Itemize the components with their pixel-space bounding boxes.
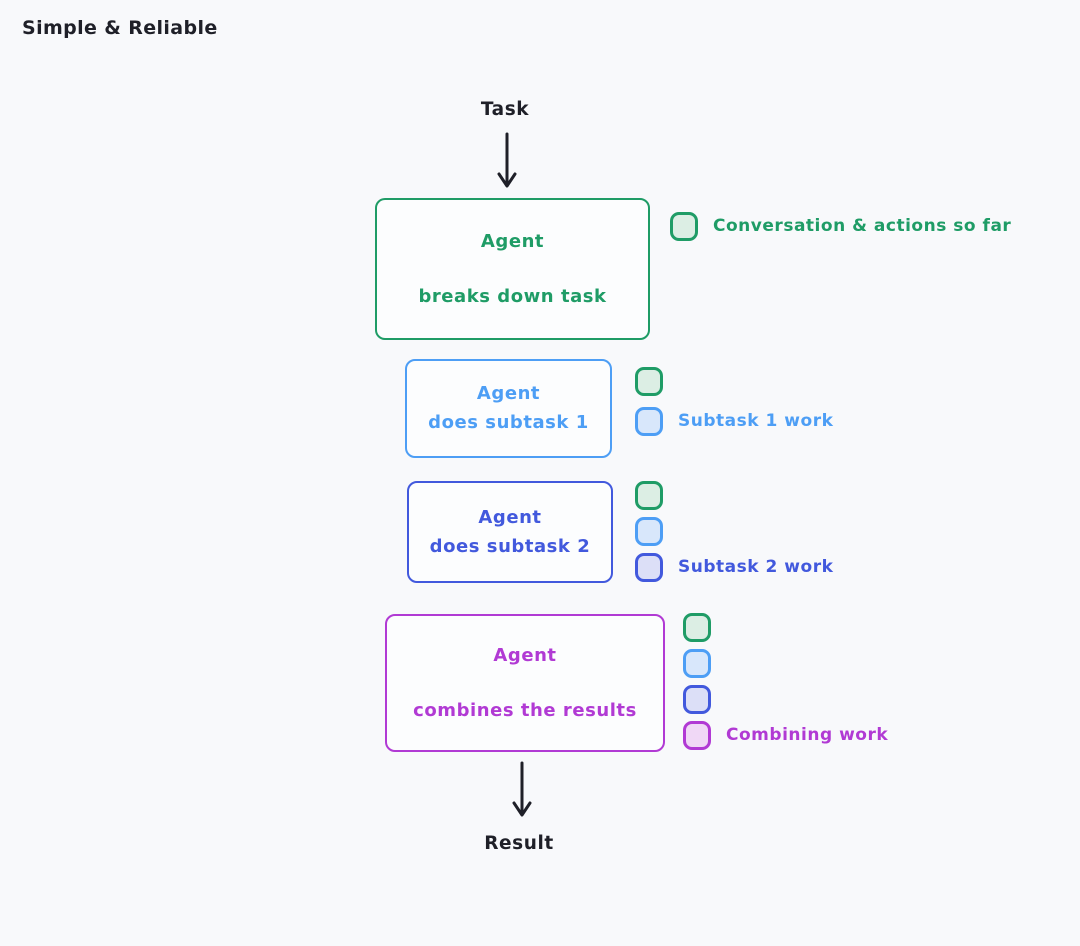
node-agent-does-subtask-2: Agent does subtask 2: [407, 481, 613, 583]
green-context-chip: [635, 481, 663, 510]
diagram-title: Simple & Reliable: [22, 17, 218, 39]
node-line: does subtask 1: [428, 412, 589, 433]
context-chip-stack: [635, 481, 663, 582]
node-agent-does-subtask-1: Agent does subtask 1: [405, 359, 612, 458]
arrow-down-icon: [512, 761, 532, 817]
legend-subtask-1-work: Subtask 1 work: [635, 367, 833, 436]
node-line: Agent: [476, 383, 541, 405]
green-context-chip: [683, 613, 711, 642]
node-line: Agent: [478, 506, 542, 528]
result-label: Result: [484, 833, 554, 854]
indigo-context-chip: [683, 685, 711, 714]
legend-combining-work: Combining work: [683, 613, 888, 750]
node-line: Agent: [480, 230, 545, 252]
blue-context-chip: [635, 407, 663, 436]
legend-label: Subtask 2 work: [678, 557, 834, 577]
node-line: does subtask 2: [429, 535, 591, 557]
node-line: breaks down task: [418, 285, 607, 307]
legend-label: Combining work: [726, 725, 889, 745]
context-chip-stack: [683, 613, 711, 750]
blue-context-chip: [683, 649, 711, 678]
arrow-down-icon: [497, 132, 517, 188]
node-line: combines the results: [413, 699, 637, 721]
node-agent-combines-results: Agent combines the results: [385, 614, 665, 752]
legend-label: Conversation & actions so far: [713, 216, 1012, 236]
indigo-context-chip: [635, 553, 663, 582]
node-agent-breaks-down-task: Agent breaks down task: [375, 198, 650, 340]
green-context-chip: [670, 212, 698, 241]
context-chip-stack: [635, 367, 663, 436]
node-line: Agent: [493, 644, 557, 666]
legend-subtask-2-work: Subtask 2 work: [635, 481, 833, 582]
legend-conversation-context: Conversation & actions so far: [670, 212, 1011, 241]
blue-context-chip: [635, 517, 663, 546]
context-chip-stack: [670, 212, 698, 241]
purple-context-chip: [683, 721, 711, 750]
green-context-chip: [635, 367, 663, 396]
task-label: Task: [480, 99, 530, 120]
legend-label: Subtask 1 work: [678, 411, 834, 431]
